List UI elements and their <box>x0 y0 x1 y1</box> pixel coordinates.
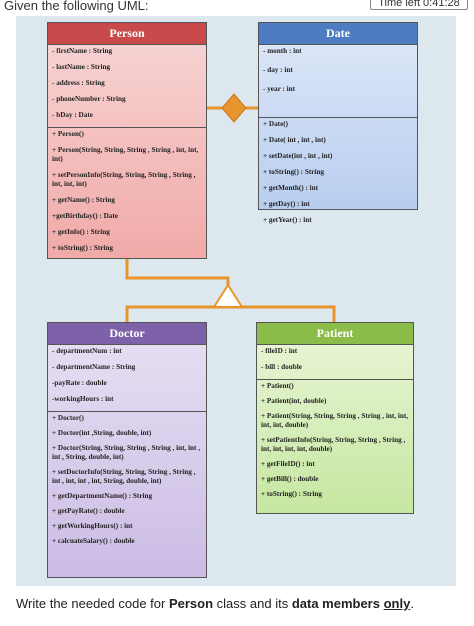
timer-badge: Time left 0:41:28 <box>370 0 468 10</box>
method: + getDepartmentName() : String <box>52 492 153 500</box>
method: + Patient(String, String, String , Strin… <box>261 412 409 429</box>
inheritance-triangle <box>212 283 244 308</box>
attribute: -payRate : double <box>52 379 107 387</box>
class-doctor-title: Doctor <box>48 323 206 344</box>
method: + toString() : String <box>261 490 322 498</box>
method: + getWorkingHours() : int <box>52 522 133 530</box>
method: + toString() : String <box>263 168 324 176</box>
attribute: - phoneNumber : String <box>52 95 126 103</box>
method: + setPersonInfo(String, String, String ,… <box>52 171 196 188</box>
class-person: Person - firstName : String - lastName :… <box>47 22 207 259</box>
attribute: - bill : double <box>261 363 302 371</box>
method: + Doctor() <box>52 414 84 422</box>
class-person-methods: + Person() + Person(String, String, Stri… <box>48 127 206 262</box>
method: + setDoctorInfo(String, String, String ,… <box>52 468 196 485</box>
attribute: - address : String <box>52 79 105 87</box>
class-date-attributes: - month : int - day : int - year : int <box>259 44 417 117</box>
attribute: - day : int <box>263 66 293 74</box>
class-doctor-methods: + Doctor() + Doctor(int ,String, double,… <box>48 411 206 554</box>
class-date: Date - month : int - day : int - year : … <box>258 22 418 224</box>
attribute: - month : int <box>263 47 302 55</box>
prompt-text: Given the following UML: <box>4 0 149 13</box>
attribute: - bDay : Date <box>52 111 93 119</box>
class-doctor-attributes: - departmentNum : int - departmentName :… <box>48 344 206 411</box>
method: + setPatientInfo(String, String, String … <box>261 436 406 453</box>
inheritance-line-doctor <box>125 305 228 322</box>
method: + Person(String, String, String , String… <box>52 146 199 163</box>
question-only: only <box>383 596 411 611</box>
class-patient-attributes: - fileID : int - bill : double <box>257 344 413 379</box>
attribute: - departmentNum : int <box>52 347 122 355</box>
method: + calcuateSalary() : double <box>52 537 135 545</box>
attribute: - year : int <box>263 85 296 93</box>
question-members: data members <box>291 596 380 611</box>
method: + Patient(int, double) <box>261 397 327 405</box>
class-patient-methods: + Patient() + Patient(int, double) + Pat… <box>257 379 413 507</box>
class-patient-title: Patient <box>257 323 413 344</box>
method: + toString() : String <box>52 244 113 252</box>
method: + Patient() <box>261 382 294 390</box>
class-date-title: Date <box>259 23 417 44</box>
class-date-methods: + Date() + Date( int , int , int) + setD… <box>259 117 417 234</box>
method: + getDay() : int <box>263 200 310 208</box>
method: + getName() : String <box>52 196 115 204</box>
attribute: -workingHours : int <box>52 395 114 403</box>
class-person-attributes: - firstName : String - lastName : String… <box>48 44 206 127</box>
method: + getMonth() : int <box>263 184 318 192</box>
method: + Date() <box>263 120 289 128</box>
composition-diamond <box>221 93 247 123</box>
inheritance-line-patient <box>228 305 336 322</box>
method: + getPayRate() : double <box>52 507 125 515</box>
class-person-title: Person <box>48 23 206 44</box>
attribute: - firstName : String <box>52 47 113 55</box>
class-doctor: Doctor - departmentNum : int - departmen… <box>47 322 207 578</box>
method: + getBill() : double <box>261 475 319 483</box>
method: + Date( int , int , int) <box>263 136 326 144</box>
question-part: . <box>410 596 414 611</box>
question-part: class and its <box>213 596 292 611</box>
attribute: - departmentName : String <box>52 363 136 371</box>
method: + getYear() : int <box>263 216 312 224</box>
inheritance-line-person <box>125 259 230 288</box>
question-class-name: Person <box>168 596 214 611</box>
method: + Doctor(String, String, String , String… <box>52 444 201 461</box>
method: + setDate(int , int , int) <box>263 152 333 160</box>
method: + Doctor(int ,String, double, int) <box>52 429 152 437</box>
method: + getInfo() : String <box>52 228 110 236</box>
method: + getFileID() : int <box>261 460 315 468</box>
method: +getBirthday() : Date <box>52 212 118 220</box>
attribute: - lastName : String <box>52 63 111 71</box>
attribute: - fileID : int <box>261 347 298 355</box>
class-patient: Patient - fileID : int - bill : double +… <box>256 322 414 514</box>
question-part: Write the needed code for <box>16 596 169 611</box>
method: + Person() <box>52 130 84 138</box>
question-text: Write the needed code for Person class a… <box>16 596 414 611</box>
